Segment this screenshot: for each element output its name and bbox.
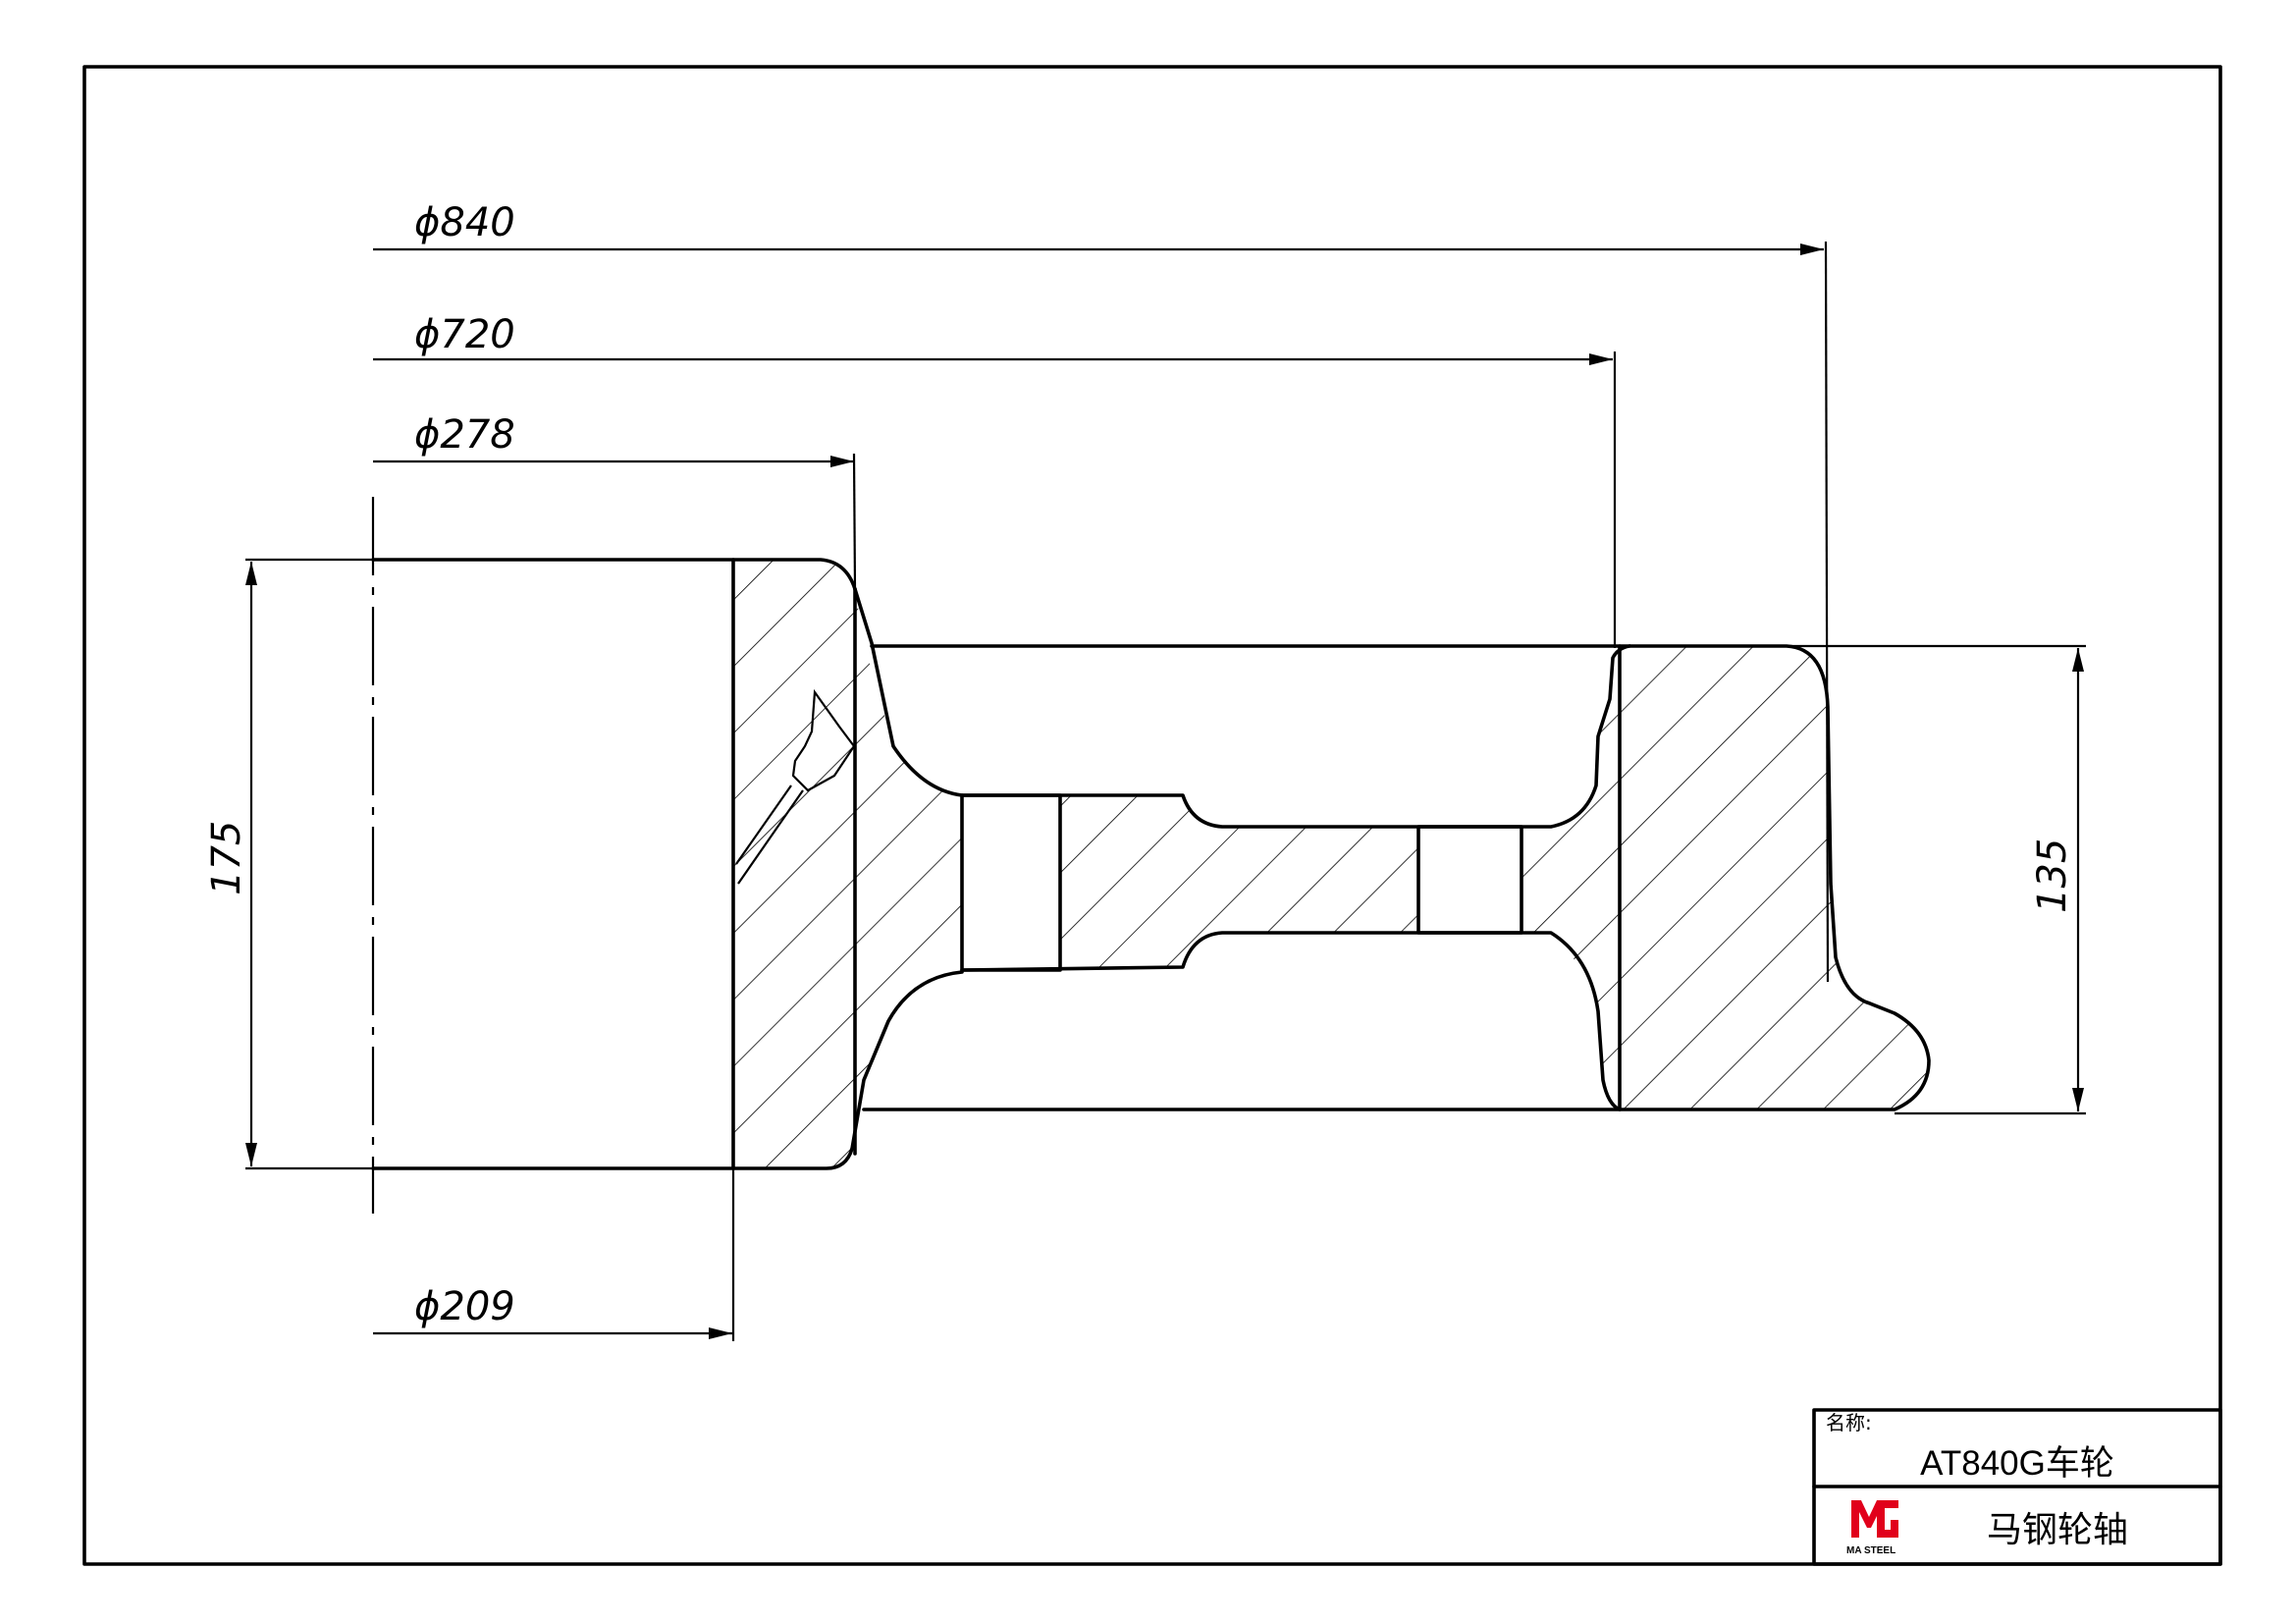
section-hatching bbox=[733, 560, 1929, 1168]
dim-175-arrow-bottom bbox=[245, 1143, 257, 1166]
dimension-labels: ϕ840 ϕ720 ϕ278 ϕ209 175 135 bbox=[204, 200, 2075, 1329]
web-section bbox=[1060, 795, 1418, 967]
oil-nozzle bbox=[791, 688, 856, 792]
part-name: AT840G车轮 bbox=[1920, 1444, 2114, 1483]
hub-top-edge bbox=[371, 558, 857, 591]
hub-section bbox=[733, 560, 962, 1168]
dim-840-arrow bbox=[1800, 243, 1824, 255]
drawing-border bbox=[82, 65, 2222, 1566]
wheel-profile bbox=[371, 558, 1931, 1170]
logo-text: MA STEEL bbox=[1846, 1545, 1896, 1556]
title-block: 名称: AT840G车轮 MA STEEL 马钢轮轴 bbox=[1812, 1408, 2222, 1566]
web-bottom-contour bbox=[960, 931, 1622, 1111]
masteel-logo-icon: MA STEEL bbox=[1846, 1500, 1898, 1556]
dimension-lines bbox=[245, 241, 2086, 1341]
web-hole-left bbox=[960, 793, 1062, 972]
dim-209-label: ϕ209 bbox=[414, 1284, 515, 1329]
dim-840-ext bbox=[1824, 241, 1830, 983]
hub-bottom-edge bbox=[371, 1147, 854, 1170]
web-top-contour bbox=[960, 644, 1631, 829]
name-label: 名称: bbox=[1826, 1411, 1872, 1434]
web-hole-right bbox=[1416, 825, 1523, 935]
dim-720-arrow bbox=[1589, 353, 1613, 365]
oil-channel-1 bbox=[735, 784, 792, 865]
dim-135-arrow-bottom bbox=[2072, 1088, 2084, 1111]
hub-outer-bottom bbox=[850, 970, 964, 1151]
dim-209-arrow bbox=[709, 1327, 732, 1339]
dim-840-label: ϕ840 bbox=[414, 200, 515, 245]
dim-135-arrow-top bbox=[2072, 648, 2084, 672]
dim-175-label: 175 bbox=[204, 821, 249, 895]
dim-135-label: 135 bbox=[2030, 839, 2075, 913]
hub-outer-top bbox=[853, 587, 964, 797]
dim-720-label: ϕ720 bbox=[414, 312, 515, 357]
rim-section bbox=[1620, 646, 1929, 1109]
oil-channel-2 bbox=[737, 789, 804, 885]
rim-outer-contour bbox=[862, 644, 1931, 1111]
dim-278-arrow bbox=[830, 456, 854, 467]
logo-mark bbox=[1851, 1500, 1898, 1538]
dim-278-ext bbox=[852, 453, 857, 590]
company-name: 马钢轮轴 bbox=[1987, 1510, 2128, 1550]
dim-175-arrow-top bbox=[245, 562, 257, 585]
dim-278-label: ϕ278 bbox=[414, 412, 515, 458]
